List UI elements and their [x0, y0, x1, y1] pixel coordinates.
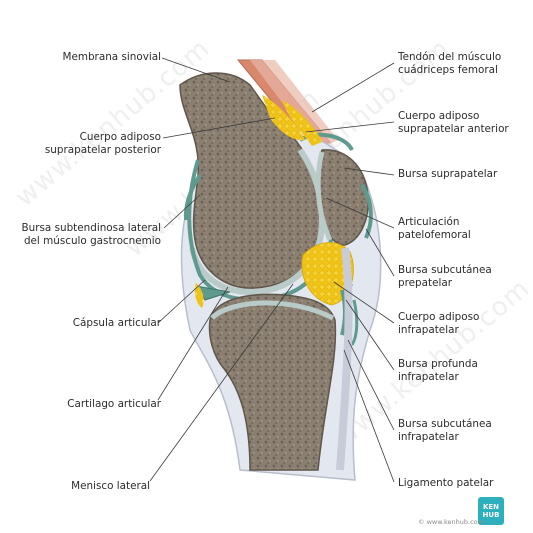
leader-bursa-subtendinosa — [163, 194, 201, 229]
patellar-ligament — [336, 247, 353, 471]
leader-profunda — [345, 299, 395, 371]
patellar-cartilage — [315, 151, 333, 242]
prepatellar-bursa — [360, 183, 373, 239]
label-cuerpo-adiposo-suprapatelar-posterior: Cuerpo adiposo suprapatelar posterior — [44, 131, 161, 156]
label-menisco-lateral: Menisco lateral — [71, 480, 150, 492]
label-membrana-sinovial: Membrana sinovial — [62, 51, 161, 63]
posterior-fat — [194, 283, 204, 308]
leader-capsula-articular — [157, 279, 206, 324]
suprapatellar-fat-posterior — [262, 95, 305, 141]
quadriceps-tendon — [250, 60, 338, 150]
logo-line2: HUB — [482, 511, 500, 519]
leader-cuerpo-adiposo-posterior — [162, 117, 276, 139]
gastrocnemius-bursa — [183, 173, 202, 221]
subcutaneous-infrapatellar-bursa — [350, 299, 359, 346]
label-bursa-subcutanea-infrapatelar: Bursa subcutánea infrapatelar — [398, 418, 492, 443]
kenhub-logo: KEN HUB — [478, 497, 504, 525]
tibial-cartilage — [210, 300, 335, 321]
suprapatellar-fat-anterior — [282, 100, 322, 146]
label-bursa-subcutanea-prepatelar: Bursa subcutánea prepatelar — [398, 264, 492, 289]
label-cuerpo-adiposo-infrapatelar: Cuerpo adiposo infrapatelar — [398, 311, 480, 336]
suprapatellar-bursa — [298, 132, 354, 152]
label-articulacion-patelofemoral: Articulación patelofemoral — [398, 216, 471, 241]
leader-adiposo-anterior — [305, 121, 395, 133]
leader-infrapatelar-fat — [333, 281, 395, 324]
label-bursa-profunda-infrapatelar: Bursa profunda infrapatelar — [398, 358, 478, 383]
leader-cartilago-articular — [157, 286, 229, 401]
label-cartilago-articular: Cartilago articular — [67, 398, 161, 410]
leader-menisco-lateral — [149, 283, 294, 482]
leader-tendon — [311, 62, 395, 113]
label-bursa-subtendinosa: Bursa subtendinosa lateral del músculo g… — [21, 222, 161, 247]
leader-ligamento-patelar — [343, 349, 395, 483]
label-cuerpo-adiposo-suprapatelar-anterior: Cuerpo adiposo suprapatelar anterior — [398, 110, 509, 135]
leader-subcutanea-infrapatelar — [347, 339, 395, 431]
leader-patelofemoral — [325, 197, 395, 229]
label-ligamento-patelar: Ligamento patelar — [398, 477, 494, 489]
tibia — [208, 293, 337, 471]
leader-bursa-suprapatelar — [343, 167, 395, 176]
label-bursa-suprapatelar: Bursa suprapatelar — [398, 168, 498, 180]
footer-url: © www.kenhub.com — [418, 518, 484, 526]
label-capsula-articular: Cápsula articular — [72, 317, 161, 329]
logo-line1: KEN — [482, 503, 500, 511]
label-tendon-cuadriceps: Tendón del músculo cuádriceps femoral — [398, 51, 502, 76]
leader-membrana-sinovial — [161, 57, 231, 83]
leader-prepatelar — [365, 228, 395, 277]
